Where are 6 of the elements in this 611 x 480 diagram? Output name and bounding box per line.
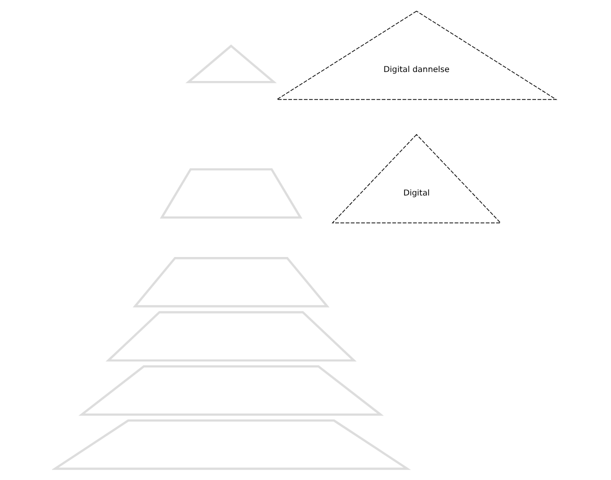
node-bar <box>106 311 357 362</box>
node-triangle <box>185 44 277 84</box>
node-bar <box>160 168 302 219</box>
node-bar <box>52 419 411 470</box>
node-bar <box>78 365 384 416</box>
node-bar <box>132 256 330 308</box>
